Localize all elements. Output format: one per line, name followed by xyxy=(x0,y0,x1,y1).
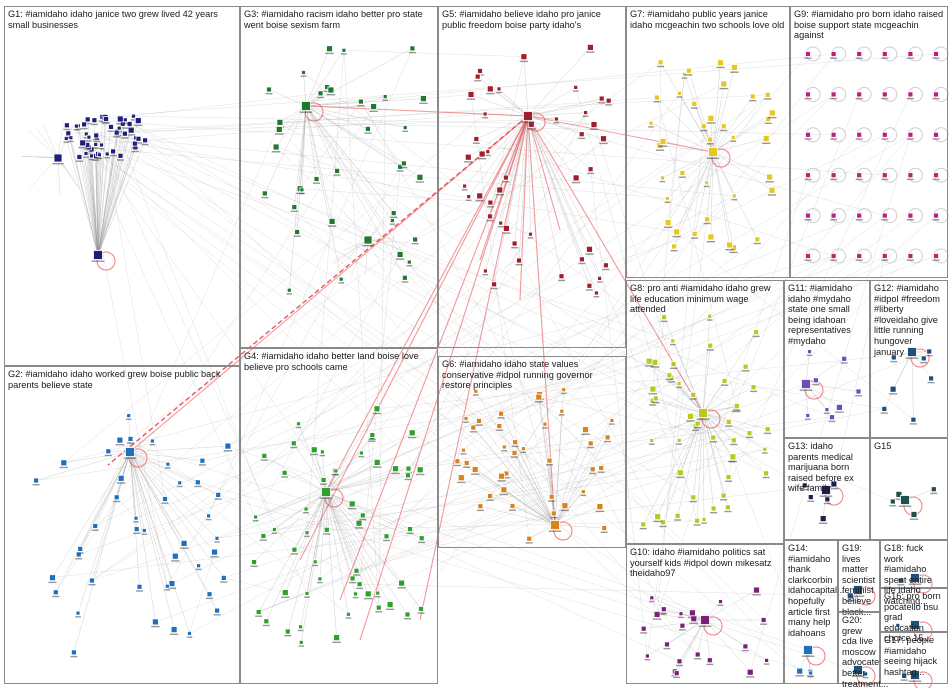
group-label-g4: G4: #iamidaho idaho better land boise lo… xyxy=(244,351,434,372)
group-label-g2: G2: #iamidaho idaho worked grew boise pu… xyxy=(8,369,236,390)
group-box-g5: G5: #iamidaho believe idaho pro janice p… xyxy=(438,6,626,348)
group-label-g9: G9: #iamidaho pro born idaho raised bois… xyxy=(794,9,944,41)
group-box-g18: G18: fuck work #iamidaho spent entire li… xyxy=(880,540,948,588)
group-box-g11: G11: #iamidaho idaho #mydaho state one s… xyxy=(784,280,870,438)
group-box-g3: G3: #iamidaho racism idaho better pro st… xyxy=(240,6,438,348)
group-label-g12: G12: #iamidaho #idpol #freedom #liberty … xyxy=(874,283,944,357)
group-label-g7: G7: #iamidaho public years janice idaho … xyxy=(630,9,786,30)
group-box-g2: G2: #iamidaho idaho worked grew boise pu… xyxy=(4,366,240,684)
group-label-g19: G19: lives matter scientist feminist bel… xyxy=(842,543,876,617)
group-box-g4: G4: #iamidaho idaho better land boise lo… xyxy=(240,348,438,684)
group-box-g6: G6: #iamidaho idaho state values conserv… xyxy=(438,356,626,548)
group-label-g11: G11: #iamidaho idaho #mydaho state one s… xyxy=(788,283,866,347)
group-label-g3: G3: #iamidaho racism idaho better pro st… xyxy=(244,9,434,30)
group-label-g18: G18: fuck work #iamidaho spent entire li… xyxy=(884,543,944,607)
group-label-g1: G1: #iamidaho idaho janice two grew live… xyxy=(8,9,236,30)
group-box-g9: G9: #iamidaho pro born idaho raised bois… xyxy=(790,6,948,278)
group-label-g8: G8: pro anti #iamidaho idaho grew life e… xyxy=(630,283,780,315)
group-box-g15: G15 xyxy=(870,438,948,540)
group-box-g19: G19: lives matter scientist feminist bel… xyxy=(838,540,880,612)
group-label-g15: G15 xyxy=(874,441,944,452)
group-label-g6: G6: #iamidaho idaho state values conserv… xyxy=(442,359,622,391)
group-box-g14: G14: #iamidaho thank clarkcorbin idahoca… xyxy=(784,540,838,684)
group-box-g12: G12: #iamidaho #idpol #freedom #liberty … xyxy=(870,280,948,438)
group-label-g17: G17: people #iamidaho seeing hijack hash… xyxy=(884,635,944,677)
group-label-g14: G14: #iamidaho thank clarkcorbin idahoca… xyxy=(788,543,834,638)
group-box-g17: G17: people #iamidaho seeing hijack hash… xyxy=(880,632,948,684)
group-box-g1: G1: #iamidaho idaho janice two grew live… xyxy=(4,6,240,366)
group-box-g13: G13: idaho parents medical marijuana bor… xyxy=(784,438,870,540)
group-box-g7: G7: #iamidaho public years janice idaho … xyxy=(626,6,790,278)
group-label-g5: G5: #iamidaho believe idaho pro janice p… xyxy=(442,9,622,30)
group-box-g8: G8: pro anti #iamidaho idaho grew life e… xyxy=(626,280,784,544)
group-label-g20: G20: grew cda live moscow advocate bette… xyxy=(842,615,876,689)
group-label-g13: G13: idaho parents medical marijuana bor… xyxy=(788,441,866,494)
group-box-g10: G10: idaho #iamidaho politics sat yourse… xyxy=(626,544,784,684)
group-label-g10: G10: idaho #iamidaho politics sat yourse… xyxy=(630,547,780,579)
group-box-g20: G20: grew cda live moscow advocate bette… xyxy=(838,612,880,684)
